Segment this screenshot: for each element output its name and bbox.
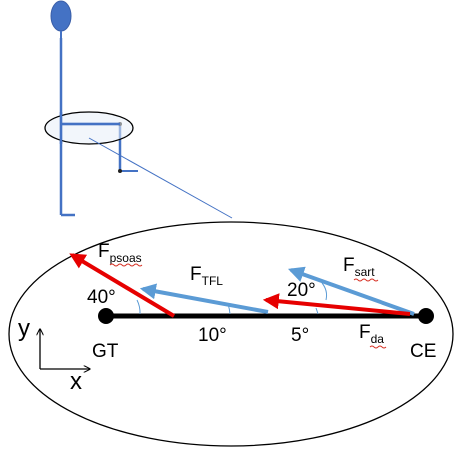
angle-label-da: 5°: [291, 325, 309, 346]
label-gt: GT: [92, 341, 119, 362]
zoom-leader-line: [88, 137, 233, 219]
ce-point: [418, 308, 434, 324]
angle-label-sart: 20°: [287, 280, 316, 301]
spellcheck-underline-psoas: [109, 263, 143, 267]
force-arrow-psoas: [69, 253, 176, 318]
spellcheck-underline-da: [369, 345, 387, 349]
angle-arc-da: [315, 307, 319, 315]
angle-label-psoas: 40°: [87, 287, 116, 308]
force-arrow-sart: [287, 266, 415, 316]
label-f-psoas: Fpsoas: [98, 241, 142, 265]
label-ce: CE: [410, 341, 436, 362]
label-f-da: Fda: [359, 322, 384, 346]
zoom-selection-ellipse: [44, 111, 134, 145]
angle-arc-sart: [321, 282, 327, 301]
gt-point: [98, 308, 114, 324]
axis-label-x: x: [70, 368, 82, 395]
angle-arc-psoas: [136, 299, 141, 315]
stick-figure: [50, 0, 138, 217]
spellcheck-underline-sart: [353, 278, 379, 282]
angle-label-tfl: 10°: [198, 325, 227, 346]
figure-head: [50, 0, 72, 32]
inset-ellipse: [8, 221, 454, 447]
force-arrow-da: [262, 293, 411, 316]
ankle-joint-dot: [118, 169, 122, 173]
label-f-tfl: FTFL: [190, 264, 223, 288]
axis-label-y: y: [18, 315, 30, 342]
force-arrow-tfl: [139, 283, 269, 314]
label-f-sart: Fsart: [343, 255, 375, 279]
